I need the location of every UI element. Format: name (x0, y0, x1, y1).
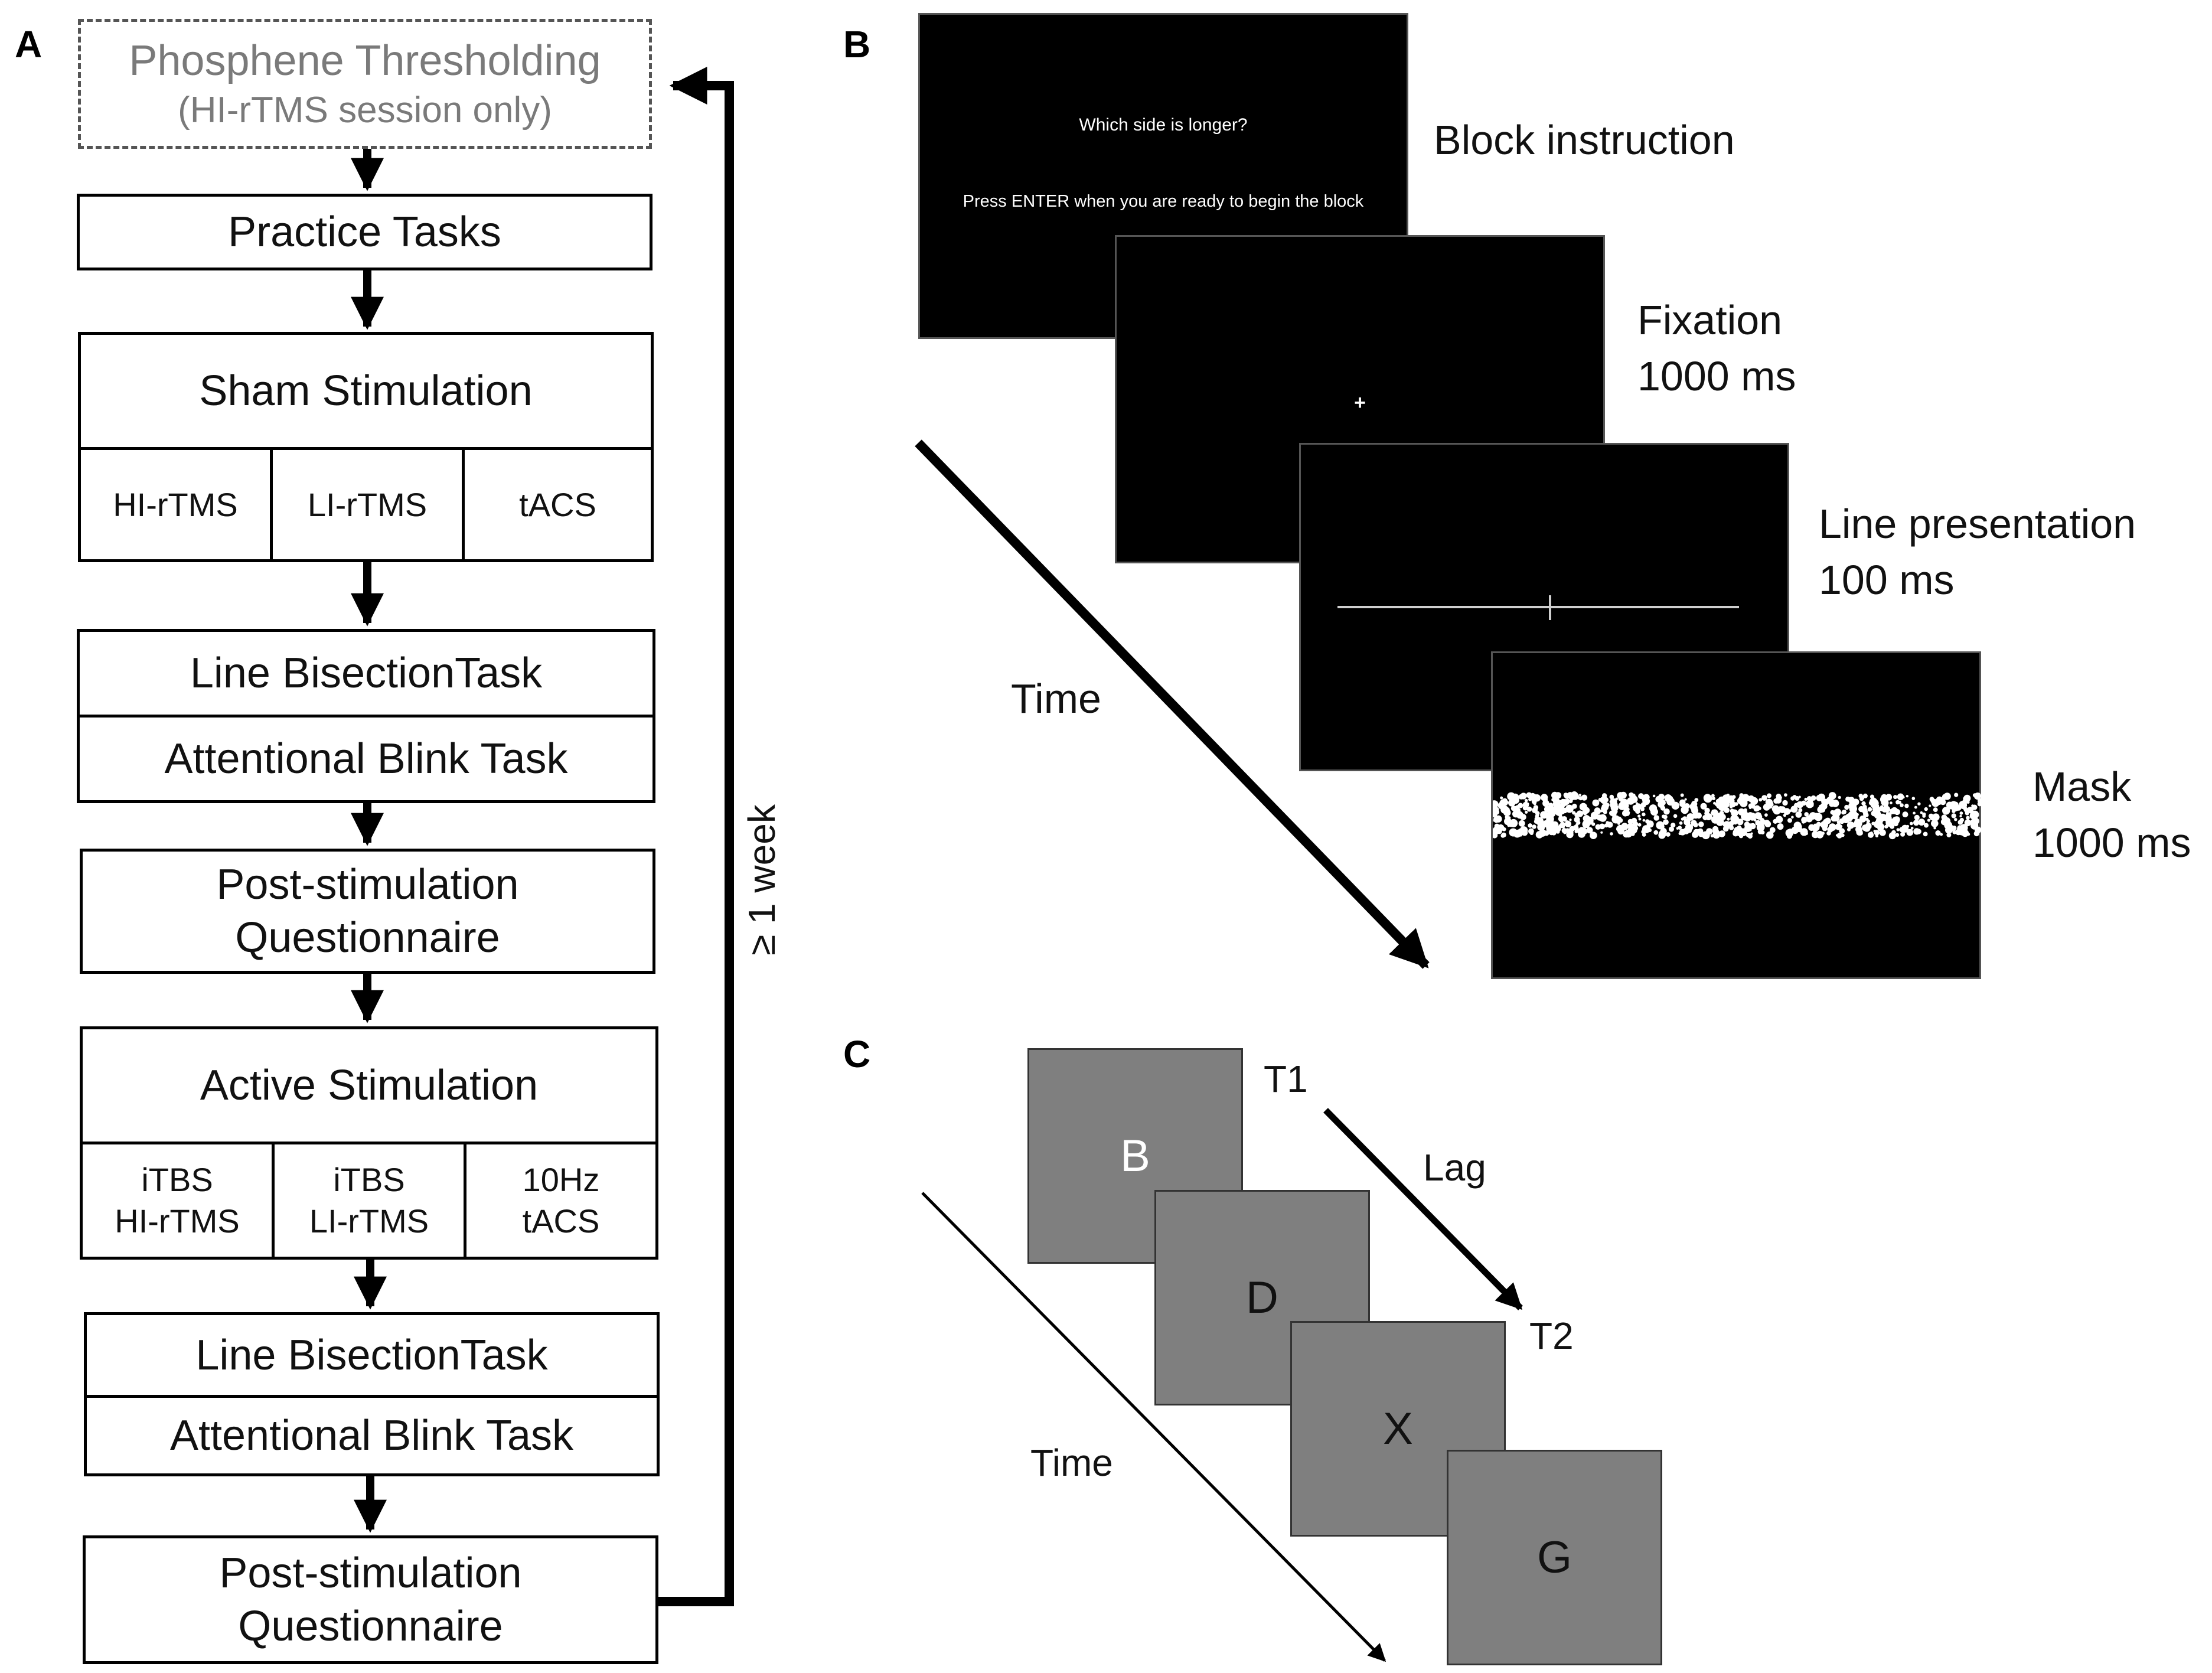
condition-line2: tACS (522, 1202, 600, 1240)
sham-condition-label: LI-rTMS (307, 485, 428, 523)
line-bisection-label: Line BisectionTask (190, 650, 543, 697)
interval-label: ≥ 1 week (740, 804, 783, 955)
active-condition-itbs-li-rtms: iTBS LI-rTMS (272, 1142, 466, 1260)
sham-condition-li-rtms: LI-rTMS (270, 447, 465, 562)
step-caption-mask: Mask 1000 ms (2032, 759, 2191, 870)
panel-label-c: C (843, 1033, 871, 1075)
time-label-c: Time (1030, 1442, 1113, 1484)
phosphene-title: Phosphene Thresholding (129, 37, 601, 85)
rsvp-letter: G (1536, 1532, 1572, 1583)
rsvp-letter: B (1120, 1131, 1150, 1181)
session1-attentional-blink-box: Attentional Blink Task (77, 715, 655, 803)
questionnaire-line1: Post-stimulation (219, 1550, 522, 1597)
step-duration: 1000 ms (1637, 353, 1796, 399)
session1-questionnaire-box: Post-stimulation Questionnaire (80, 849, 655, 974)
questionnaire-line1: Post-stimulation (216, 861, 519, 908)
sham-condition-tacs: tACS (462, 447, 654, 562)
rsvp-letter-box: G (1447, 1450, 1662, 1665)
step-duration: 100 ms (1819, 556, 1955, 603)
active-stimulation-label: Active Stimulation (200, 1062, 539, 1109)
condition-line2: LI-rTMS (309, 1202, 429, 1240)
session1-line-bisection-box: Line BisectionTask (77, 629, 655, 718)
condition-line1: iTBS (141, 1161, 213, 1198)
step-caption-line-presentation: Line presentation 100 ms (1819, 496, 2136, 608)
sham-stimulation-label: Sham Stimulation (199, 367, 533, 415)
panel-label-b: B (843, 23, 871, 66)
mask-screen (1491, 651, 1983, 979)
step-caption-fixation: Fixation 1000 ms (1637, 292, 1796, 404)
session2-attentional-blink-box: Attentional Blink Task (84, 1395, 660, 1476)
instruction-prompt: Press ENTER when you are ready to begin … (963, 192, 1364, 211)
active-stimulation-box: Active Stimulation (80, 1026, 658, 1144)
lag-arrow (1323, 1108, 1523, 1310)
lag-label: Lag (1423, 1146, 1486, 1189)
condition-line2: HI-rTMS (115, 1202, 240, 1240)
t2-label: T2 (1529, 1315, 1574, 1357)
time-label-b: Time (1011, 676, 1101, 722)
time-arrow-b (915, 439, 1430, 969)
active-condition-10hz-tacs: 10Hz tACS (464, 1142, 658, 1260)
step-name: Line presentation (1819, 501, 2136, 547)
questionnaire-line2: Questionnaire (238, 1603, 503, 1650)
attentional-blink-label: Attentional Blink Task (169, 1412, 574, 1459)
step-duration: 1000 ms (2032, 819, 2191, 866)
step-name: Block instruction (1434, 117, 1735, 163)
phosphene-subtitle: (HI-rTMS session only) (178, 90, 552, 131)
rsvp-letter: D (1246, 1273, 1278, 1323)
step-caption-instruction: Block instruction (1434, 112, 1735, 168)
sham-stimulation-box: Sham Stimulation (78, 332, 654, 450)
time-arrow-c (921, 1192, 1386, 1662)
sham-condition-hi-rtms: HI-rTMS (78, 447, 273, 562)
attentional-blink-label: Attentional Blink Task (164, 735, 568, 782)
phosphene-thresholding-box: Phosphene Thresholding (HI-rTMS session … (78, 19, 652, 149)
condition-line1: iTBS (333, 1161, 405, 1198)
step-name: Fixation (1637, 297, 1783, 343)
questionnaire-line2: Questionnaire (235, 914, 500, 961)
active-condition-itbs-hi-rtms: iTBS HI-rTMS (80, 1142, 275, 1260)
panel-label-a: A (15, 23, 43, 66)
session2-questionnaire-box: Post-stimulation Questionnaire (83, 1535, 658, 1664)
bisected-line (1337, 595, 1739, 620)
line-bisection-label: Line BisectionTask (195, 1331, 548, 1379)
instruction-question: Which side is longer? (1079, 115, 1248, 135)
mask-noise (1493, 791, 1983, 840)
session2-line-bisection-box: Line BisectionTask (84, 1312, 660, 1398)
sham-condition-label: tACS (519, 485, 596, 523)
fixation-cross: + (1354, 392, 1366, 414)
t1-label: T1 (1264, 1058, 1308, 1100)
practice-tasks-label: Practice Tasks (228, 208, 501, 256)
practice-tasks-box: Practice Tasks (77, 194, 652, 270)
rsvp-letter: X (1383, 1404, 1413, 1454)
condition-line1: 10Hz (522, 1161, 600, 1198)
sham-condition-label: HI-rTMS (113, 485, 238, 523)
step-name: Mask (2032, 764, 2132, 810)
loop-arrow (658, 67, 734, 1606)
